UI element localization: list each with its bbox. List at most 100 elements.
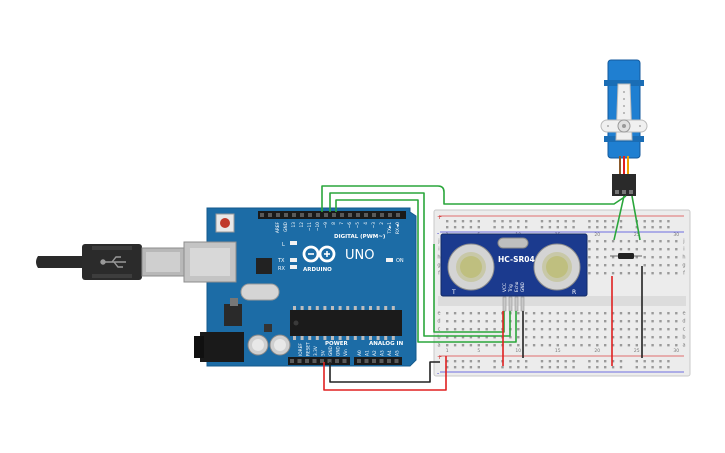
breadboard-column-number: 20: [594, 348, 600, 354]
digital-pin-label: 7: [339, 222, 345, 225]
digital-pin-label: 4: [363, 222, 369, 225]
breadboard-row-letter: f: [438, 271, 440, 277]
rail-plus-bottom: +: [437, 354, 442, 361]
rail-plus-top: +: [437, 214, 442, 221]
power-header: [288, 357, 350, 365]
breadboard-row-letter: c: [683, 327, 686, 333]
wire-trig: [329, 192, 511, 337]
analog-pin-label: A1: [365, 350, 371, 356]
breadboard-row-letter: d: [437, 319, 440, 325]
crystal: [240, 283, 280, 301]
breadboard-row-letter: c: [438, 327, 441, 333]
breadboard-column-number: 25: [634, 232, 640, 238]
breadboard-column-number: 15: [555, 348, 561, 354]
analog-pin-label: A4: [387, 350, 393, 356]
usb-icon: [100, 256, 126, 268]
rail-minus-top: -: [437, 230, 439, 237]
servo-horn-icon: [600, 83, 648, 141]
receiver-icon: [533, 243, 581, 291]
power-pin-label: 5V: [321, 350, 327, 356]
sensor-pin-label: VCC: [502, 283, 508, 292]
power-jack: [200, 332, 244, 362]
breadboard-column-number: 30: [673, 232, 679, 238]
breadboard-row-letter: b: [682, 335, 685, 341]
breadboard-row-letter: b: [437, 335, 440, 341]
power-pin-label: GND: [336, 345, 342, 356]
analog-header: [354, 357, 402, 365]
breadboard-column-number: 30: [673, 348, 679, 354]
receiver-mark: R: [572, 289, 576, 296]
tx-led-label: TX: [277, 258, 285, 264]
power-pin-label: GND: [328, 345, 334, 356]
wire-echo: [335, 199, 517, 343]
digital-pin-label: ~6: [347, 222, 353, 229]
breadboard-row-letter: j: [682, 239, 684, 245]
atmega-chip: [290, 306, 402, 340]
digital-pin-label: GND: [283, 221, 289, 232]
sensor-label: HC-SR04: [498, 255, 535, 264]
digital-pin-label: ~11: [307, 222, 313, 231]
power-pin-label: Vin: [343, 349, 349, 356]
board-leds: [290, 241, 393, 269]
brand-label: ARDUINO: [303, 267, 332, 273]
on-led-label: ON: [396, 258, 404, 264]
transmitter-icon: [447, 243, 495, 291]
analog-pin-label: A2: [372, 350, 378, 356]
power-pin-label: 3.3V: [313, 346, 319, 356]
wire-gnd: [329, 361, 440, 383]
wire-servo-power: [613, 195, 625, 241]
breadboard-column-number: 1: [446, 348, 449, 354]
servo-motor: [600, 59, 648, 196]
sensor-pin-label: GND: [520, 281, 526, 292]
digital-pin-label: 8: [331, 222, 337, 225]
digital-pin-label: TX►1: [387, 222, 393, 235]
breadboard-row-letter: a: [437, 343, 440, 349]
power-pin-label: RESET: [306, 342, 312, 356]
digital-pin-label: ~10: [315, 222, 321, 231]
wire-servo-gnd: [631, 195, 641, 241]
breadboard-row-letter: h: [682, 255, 685, 261]
usb-cable: [36, 244, 185, 280]
breadboard-column-number: 20: [594, 232, 600, 238]
digital-label: DIGITAL (PWM~): [334, 234, 386, 240]
regulator: [224, 304, 242, 326]
breadboard-row-letter: i: [683, 247, 684, 253]
breadboard-row-letter: e: [682, 311, 685, 317]
wire-sensor-vcc: [433, 244, 505, 333]
digital-pin-label: ~5: [355, 222, 361, 229]
breadboard-row-letter: f: [683, 271, 685, 277]
digital-pin-label: ~3: [371, 222, 377, 229]
usb-chip: [256, 258, 272, 274]
l-led-label: L: [282, 242, 285, 248]
sensor-pin-label: Trig: [508, 284, 514, 293]
digital-pin-label: 13: [291, 222, 297, 228]
digital-pin-label: 12: [299, 222, 305, 228]
breadboard-row-letter: i: [438, 247, 439, 253]
transmitter-mark: T: [451, 289, 456, 296]
breadboard-row-letter: g: [437, 263, 440, 269]
breadboard-row-letter: e: [437, 311, 440, 317]
breadboard-row-letter: j: [437, 239, 439, 245]
wire-servo-signal: [321, 185, 627, 212]
breadboard-row-letter: g: [682, 263, 685, 269]
analog-label: ANALOG IN: [369, 341, 404, 347]
rail-minus-bottom: -: [437, 370, 439, 377]
breadboard-column-number: 5: [477, 348, 480, 354]
digital-pin-label: AREF: [275, 221, 281, 233]
analog-pin-label: A3: [380, 350, 386, 356]
breadboard-row-letter: d: [682, 319, 685, 325]
breadboard-column-number: 10: [515, 348, 521, 354]
breadboard-row-letter: a: [682, 343, 685, 349]
digital-pin-label: ~9: [323, 222, 329, 229]
capacitors: [247, 334, 291, 356]
power-label: POWER: [325, 341, 349, 347]
power-pin-label: IOREF: [298, 343, 304, 356]
digital-pin-label: RX◄0: [395, 222, 401, 234]
rx-led-label: RX: [278, 266, 285, 272]
reset-button[interactable]: [215, 213, 235, 233]
model-label: UNO: [345, 248, 374, 263]
digital-pin-label: 2: [379, 222, 385, 225]
arduino-logo-icon: [302, 245, 336, 263]
